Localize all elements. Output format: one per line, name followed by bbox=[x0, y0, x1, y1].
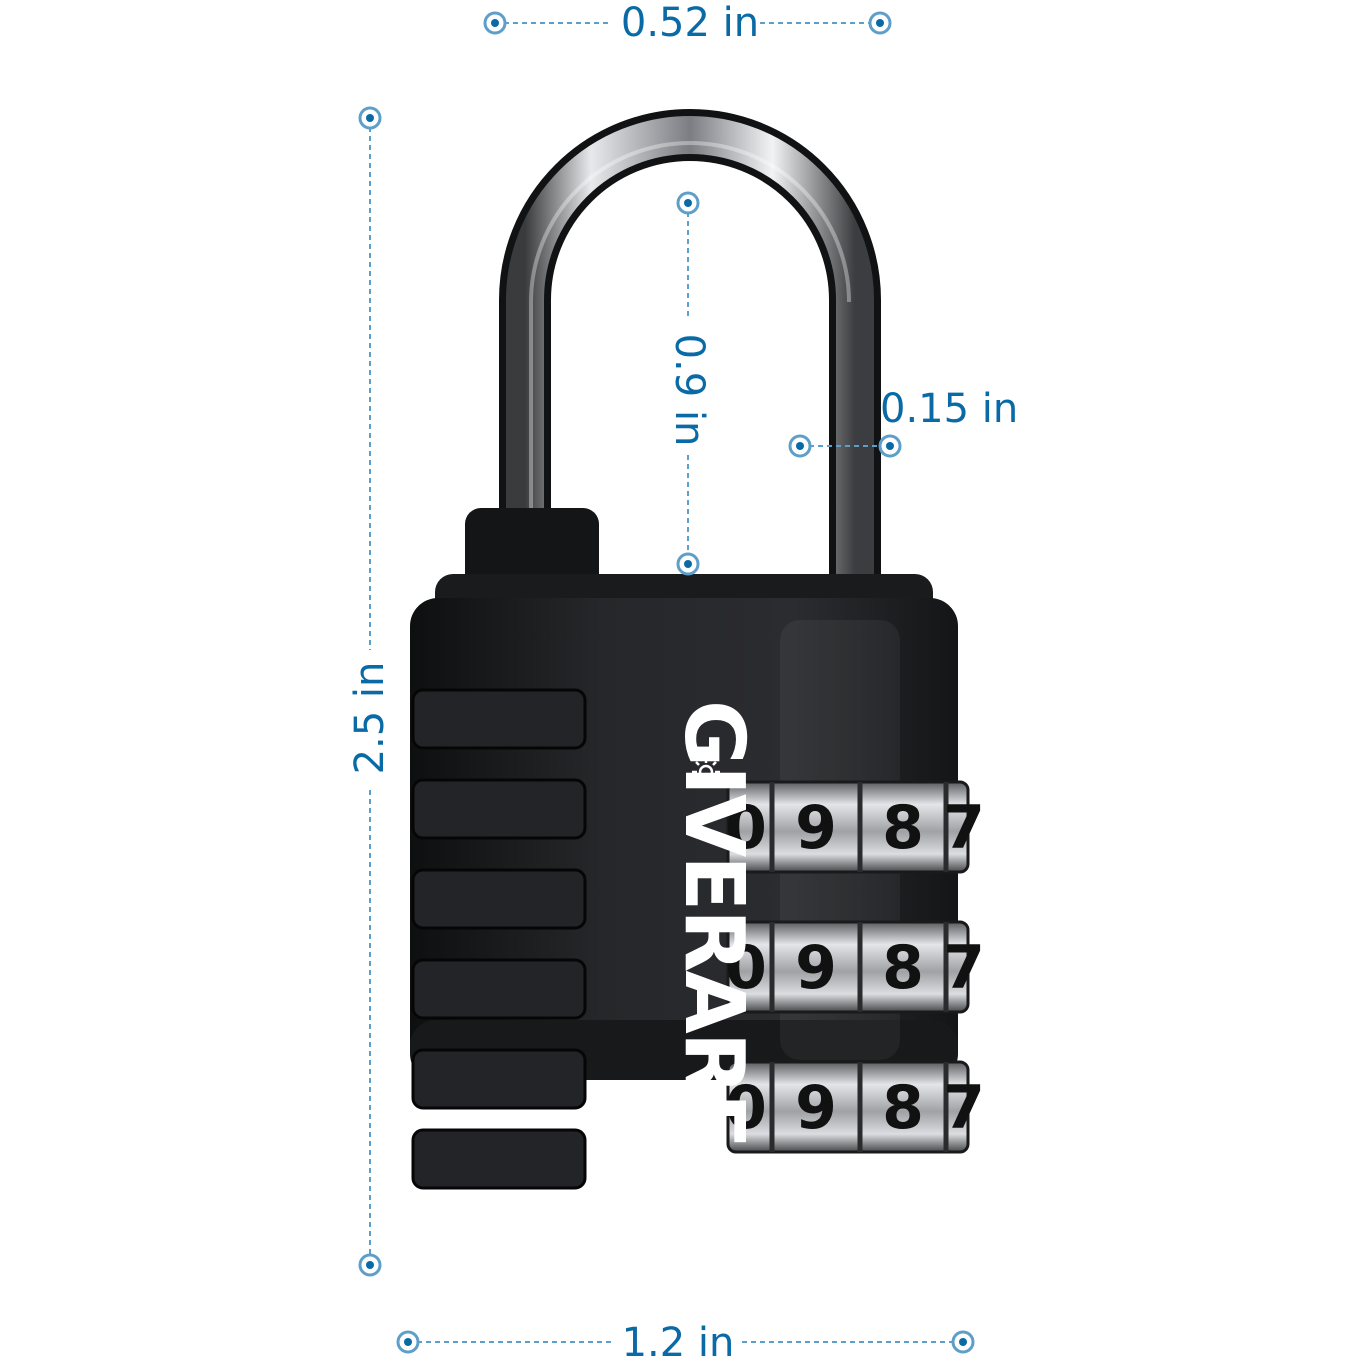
dial-1-digit-2: 9 bbox=[795, 793, 837, 863]
shackle bbox=[499, 109, 881, 590]
dial-1-digit-1: 0 bbox=[725, 793, 767, 863]
dial-2-digit-4: 7 bbox=[943, 933, 985, 1003]
dimension-label-shackle-diameter: 0.15 in bbox=[880, 386, 1018, 432]
dial-2-digit-1: 0 bbox=[725, 933, 767, 1003]
dimension-label-body-width: 1.2 in bbox=[622, 1320, 735, 1362]
sun-icon bbox=[692, 758, 720, 786]
dial-row-2[interactable]: 0 9 8 7 bbox=[725, 920, 985, 1014]
dimension-label-shackle-height: 0.9 in bbox=[666, 334, 712, 447]
dimension-label-top-width: 0.52 in bbox=[621, 0, 759, 46]
dimension-body-width: 1.2 in bbox=[396, 1320, 975, 1362]
dimension-total-height: 2.5 in bbox=[347, 106, 393, 1277]
dimension-label-total-height: 2.5 in bbox=[347, 662, 393, 775]
dial-3-digit-1: 0 bbox=[725, 1073, 767, 1143]
dial-3-digit-4: 7 bbox=[943, 1073, 985, 1143]
dimension-top-width: 0.52 in bbox=[483, 0, 892, 46]
dial-3-digit-3: 8 bbox=[882, 1073, 924, 1143]
dimension-shackle-height: 0.9 in bbox=[666, 191, 712, 576]
grip-ribs bbox=[411, 688, 587, 1190]
dial-3-digit-2: 9 bbox=[795, 1073, 837, 1143]
dial-row-3[interactable]: 0 9 8 7 bbox=[725, 1060, 985, 1154]
brand-logo-text: GIVERARE bbox=[666, 700, 761, 1147]
dial-2-digit-2: 9 bbox=[795, 933, 837, 1003]
combination-dials[interactable]: 0 9 8 7 0 9 8 7 0 9 8 7 bbox=[725, 780, 985, 1154]
dial-1-digit-3: 8 bbox=[882, 793, 924, 863]
dial-1-digit-4: 7 bbox=[943, 793, 985, 863]
dial-2-digit-3: 8 bbox=[882, 933, 924, 1003]
dial-row-1[interactable]: 0 9 8 7 bbox=[725, 780, 985, 874]
dimension-shackle-diameter: 0.15 in bbox=[788, 386, 1018, 458]
